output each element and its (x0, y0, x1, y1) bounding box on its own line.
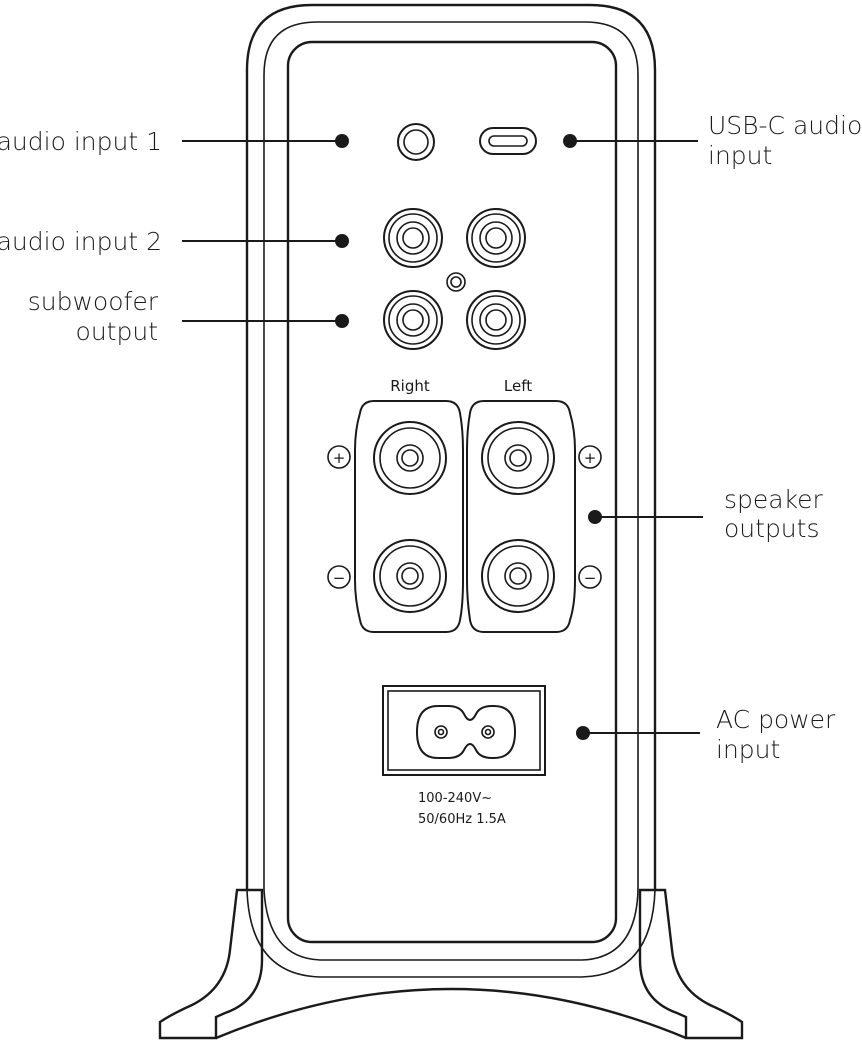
rca-audio-input-2-right (383, 208, 443, 268)
leader-audio-input-1 (182, 134, 349, 148)
positive-symbol-right: + (327, 445, 351, 469)
negative-symbol-right: − (327, 565, 351, 589)
ground-screw (446, 272, 466, 292)
leader-usb-c-audio-input (563, 134, 698, 148)
usb-c-port (479, 127, 537, 155)
rca-subwoofer-output-left (466, 290, 526, 350)
stand-left-leg (158, 888, 264, 1040)
callout-speaker-outputs-line-1: speaker (724, 485, 824, 514)
power-rating-line-1: 100-240V~ (418, 791, 492, 806)
binding-post-left-negative (481, 539, 555, 613)
right-channel-label: Right (390, 377, 430, 395)
speaker-terminal-plate-left (466, 400, 576, 633)
stand-arch (215, 987, 687, 1040)
callout-subwoofer-output-line-1: subwoofer (28, 287, 159, 316)
left-channel-label: Left (504, 377, 532, 395)
svg-text:−: − (584, 569, 597, 587)
rca-subwoofer-output-right (383, 290, 443, 350)
speaker-terminal-plate-right (354, 400, 464, 633)
power-rating-line-2: 50/60Hz 1.5A (418, 812, 506, 827)
stand (158, 888, 744, 1040)
aux-jack (397, 123, 435, 161)
housing-bottom-curve (263, 889, 639, 961)
binding-post-right-negative (373, 539, 447, 613)
positive-symbol-left: + (578, 445, 602, 469)
svg-text:+: + (584, 449, 597, 467)
leader-ac-power-input (576, 726, 700, 740)
callout-audio-input-1: audio input 1 (0, 127, 162, 156)
callout-ac-power-line-1: AC power (716, 705, 836, 734)
rca-audio-input-2-left (466, 208, 526, 268)
callout-audio-input-2: audio input 2 (0, 227, 162, 256)
device-body (245, 3, 657, 978)
leader-speaker-outputs (588, 510, 703, 524)
callout-speaker-outputs-line-2: outputs (724, 514, 819, 543)
callout-usb-c-line-2: input (708, 141, 772, 170)
callout-ac-power-line-2: input (716, 735, 780, 764)
outer-housing (245, 3, 657, 890)
housing-bottom-outer (246, 889, 656, 978)
back-plate (286, 40, 618, 944)
callout-subwoofer-output-line-2: output (76, 317, 158, 346)
leader-audio-input-2 (182, 234, 349, 248)
negative-symbol-left: − (578, 565, 602, 589)
svg-text:−: − (333, 569, 346, 587)
ac-power-inlet (382, 685, 546, 776)
inner-housing-rim (263, 21, 639, 890)
svg-text:+: + (333, 449, 346, 467)
binding-post-left-positive (481, 421, 555, 495)
callout-usb-c-line-1: USB-C audio (708, 111, 862, 140)
leader-subwoofer-output (182, 314, 349, 328)
binding-post-right-positive (373, 421, 447, 495)
stand-right-leg (638, 888, 744, 1040)
